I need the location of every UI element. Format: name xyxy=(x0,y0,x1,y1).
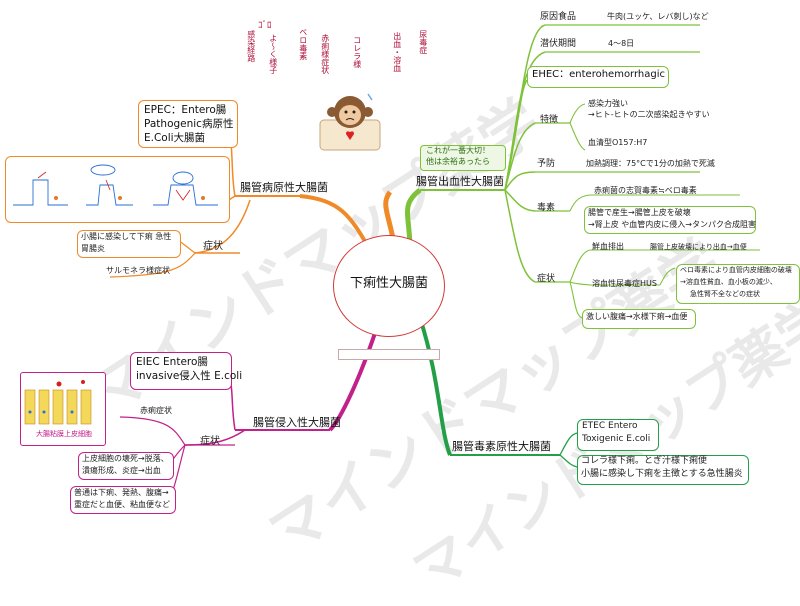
handwritten-note-1: ｺﾞﾛ xyxy=(258,21,272,31)
eiec-symptom-4: 普通は下痢、発熱、腹痛→ xyxy=(74,488,169,497)
etec-description-box xyxy=(577,455,749,485)
ehec-toxin-line-3: →腎上皮 や血管内皮に侵入→タンパク合成阻害 xyxy=(588,220,756,229)
handwritten-note-4: ベロ毒素 xyxy=(298,28,308,60)
ehec-hus-detail-2: →溶血性貧血、血小板の減少、 xyxy=(680,278,777,286)
etec-box-line-1: ETEC Entero xyxy=(582,421,638,431)
handwritten-note-2: 感染経路 xyxy=(246,30,256,62)
ehec-note-line-2: 他は余裕あったら xyxy=(426,157,490,166)
ehec-toxin-line-2: 腸管で産生→腸管上皮を破壊 xyxy=(588,208,691,217)
center-hint-bar xyxy=(338,349,440,360)
ehec-abbr-box xyxy=(527,66,669,88)
eiec-figure-label: 大腸粘膜上皮細胞 xyxy=(36,430,92,438)
ehec-prevention-label: 予防 xyxy=(537,159,556,169)
ehec-note-line-1: これが一番大切！ xyxy=(426,146,490,155)
eiec-box-line-2: invasive侵入性 E.coli xyxy=(136,370,243,382)
eiec-symptom-box-2 xyxy=(70,486,176,514)
monkey-sick-icon xyxy=(319,93,381,151)
ehec-hus-detail-1: ベロ毒素により血管内皮細胞の破壊 xyxy=(680,266,792,274)
epec-definition-box xyxy=(138,100,238,148)
ehec-symptom-3-box xyxy=(582,309,696,329)
handwritten-note-3: よ〜く様子 xyxy=(268,34,278,74)
eiec-symptom-2: 上皮細胞の壊死→脱落、 xyxy=(82,454,169,463)
ehec-symptom-label: 症状 xyxy=(537,274,556,284)
etec-desc-line-2: 小腸に感染し下痢を主徴とする急性腸炎 xyxy=(581,469,743,479)
ehec-incubation-value: 4〜8日 xyxy=(608,39,635,48)
epec-symptom-line-1: 小腸に感染して下痢 急性 xyxy=(81,232,172,241)
eiec-symptom-5: 重症だと血便、粘血便など xyxy=(74,500,170,509)
eiec-symptom-3: 潰瘍形成、炎症→出血 xyxy=(82,466,161,475)
ehec-source-value: 牛肉(ユッケ、レバ刺し)など xyxy=(607,12,709,21)
epec-box-line-2: Pathogenic病原性 xyxy=(144,118,234,130)
epec-symptom-line-2: 胃腸炎 xyxy=(81,244,105,253)
etec-branch-label: 腸管毒素原性大腸菌 xyxy=(452,440,551,453)
eiec-box-line-1: EIEC Entero腸 xyxy=(136,356,208,368)
epec-symptom-box xyxy=(77,230,181,258)
center-node xyxy=(333,235,445,337)
ehec-hus-detail-box xyxy=(676,264,800,304)
mindmap-canvas: マインドマップ薬学 マインドマップ薬学 マインドマップ薬学 xyxy=(5,12,800,604)
ehec-features-line-3: 血清型O157:H7 xyxy=(588,138,648,147)
etec-box-line-2: Toxigenic E.coli xyxy=(582,434,651,444)
handwritten-note-8: 尿毒症 xyxy=(418,30,428,54)
ehec-features-line-1: 感染力強い xyxy=(588,99,628,108)
eiec-symptom-1: 赤痢症状 xyxy=(140,406,172,415)
ehec-symptom-2: 溶血性尿毒症HUS xyxy=(592,279,657,288)
ehec-symptom-1-detail: 腸管上皮破壊により出血→血便 xyxy=(650,243,747,251)
epec-branch-label: 腸管病原性大腸菌 xyxy=(240,181,328,194)
epec-figure-box xyxy=(5,156,230,223)
handwritten-note-7: 出血・溶血 xyxy=(392,32,402,72)
ehec-features-line-2: →ヒト‐ヒトの二次感染起きやすい xyxy=(588,110,710,119)
handwritten-note-5: 赤痢様症状 xyxy=(320,34,330,74)
ehec-branch-label: 腸管出血性大腸菌 xyxy=(416,175,504,188)
ehec-hus-detail-3: 急性腎不全などの症状 xyxy=(690,290,760,298)
ehec-incubation-label: 潜伏期間 xyxy=(540,39,577,49)
ehec-toxin-line-1: 赤痢菌の志賀毒素≒ベロ毒素 xyxy=(594,186,697,195)
epec-symptom-label: 症状 xyxy=(203,241,223,252)
eiec-symptom-box-1 xyxy=(78,452,174,480)
eiec-definition-box xyxy=(130,352,232,390)
ehec-source-label: 原因食品 xyxy=(540,12,577,22)
epec-bacteria-figure xyxy=(13,164,218,206)
eiec-symptom-label: 症状 xyxy=(200,436,220,447)
ehec-prevention-value: 加熱調理：75°Cで1分の加熱で死滅 xyxy=(586,159,715,168)
epec-box-line-1: EPEC：Entero腸 xyxy=(144,104,227,116)
center-title: 下痢性大腸菌 xyxy=(350,276,429,291)
ehec-features-label: 特徴 xyxy=(540,115,559,125)
etec-definition-box xyxy=(577,419,659,451)
ehec-toxin-box xyxy=(584,206,756,234)
ehec-note-box xyxy=(420,145,506,171)
ehec-abbr-text: EHEC：enterohemorrhagic xyxy=(532,69,666,80)
ehec-symptom-3: 激しい腹痛→水様下痢→血便 xyxy=(586,312,688,321)
ehec-toxin-label: 毒素 xyxy=(537,203,556,213)
eiec-branch-label: 腸管侵入性大腸菌 xyxy=(253,416,341,429)
handwritten-note-6: コレラ様 xyxy=(352,36,362,68)
ehec-symptom-1: 鮮血排出 xyxy=(592,242,624,251)
epec-symptom-line-3: サルモネラ様症状 xyxy=(106,266,170,275)
epec-box-line-3: E.Coli大腸菌 xyxy=(144,132,206,144)
eiec-mucosa-figure xyxy=(24,380,92,425)
etec-desc-line-1: コレラ様下痢。とぎ汁様下痢便 xyxy=(581,456,708,466)
